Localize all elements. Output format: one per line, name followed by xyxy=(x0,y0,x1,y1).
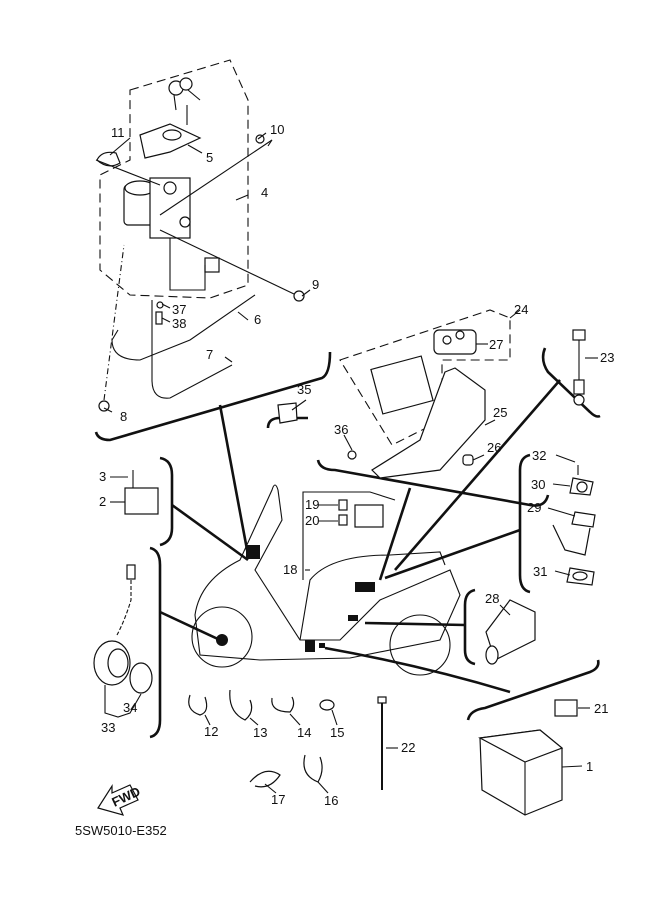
pump-29-icon xyxy=(571,511,596,528)
callout-30: 30 xyxy=(531,477,545,492)
scooter-silhouette xyxy=(191,484,461,676)
diagram-code: 5SW5010-E352 xyxy=(75,823,167,838)
callout-34: 34 xyxy=(123,700,137,715)
bolt-9-icon xyxy=(293,290,305,302)
callout-36: 36 xyxy=(334,422,348,437)
callout-22: 22 xyxy=(401,740,415,755)
callout-31: 31 xyxy=(533,564,547,579)
callout-4: 4 xyxy=(261,185,268,200)
callout-8: 8 xyxy=(120,409,127,424)
sender-23-icon xyxy=(572,329,586,341)
callout-13: 13 xyxy=(253,725,267,740)
callout-18: 18 xyxy=(283,562,297,577)
callout-21: 21 xyxy=(594,701,608,716)
leader-line xyxy=(218,404,250,556)
seal-34-icon xyxy=(129,662,153,694)
rubber-27-icon xyxy=(433,329,477,355)
leader-line xyxy=(364,621,466,627)
leader-line xyxy=(378,487,412,581)
assembly-outline-24 xyxy=(339,309,511,446)
battery-1-icon xyxy=(478,729,564,816)
cable-7-icon xyxy=(151,300,233,399)
callout-33: 33 xyxy=(101,720,115,735)
cover-5-icon xyxy=(139,123,202,159)
clamp-14-icon xyxy=(271,696,295,713)
callout-7: 7 xyxy=(206,347,213,362)
relay-2-icon xyxy=(124,487,159,515)
callout-10: 10 xyxy=(270,122,284,137)
band-15-icon xyxy=(319,699,335,711)
grommet-26-icon xyxy=(462,454,474,466)
bracket-battery xyxy=(466,659,600,721)
band-17-icon xyxy=(249,770,281,788)
callout-14: 14 xyxy=(297,725,311,740)
callout-3: 3 xyxy=(99,469,106,484)
callout-16: 16 xyxy=(324,793,338,808)
callout-11: 11 xyxy=(111,125,125,140)
bracket-ignition-group xyxy=(94,351,332,442)
callout-15: 15 xyxy=(330,725,344,740)
fwd-arrow-icon: FWD xyxy=(97,784,143,816)
callout-6: 6 xyxy=(254,312,261,327)
callout-25: 25 xyxy=(493,405,507,420)
cable-6-icon xyxy=(111,294,256,361)
clamp-12-icon xyxy=(188,694,208,716)
bracket-25-icon xyxy=(371,367,486,479)
leader-line xyxy=(324,646,511,694)
bracket-sender xyxy=(541,347,601,418)
callout-32: 32 xyxy=(532,448,546,463)
callout-leaders xyxy=(103,132,598,794)
callout-17: 17 xyxy=(271,792,285,807)
bolt-38-icon xyxy=(155,311,163,325)
callout-9: 9 xyxy=(312,277,319,292)
callout-35: 35 xyxy=(297,382,311,397)
bolt-10-icon xyxy=(255,134,265,144)
leader-line xyxy=(394,379,561,571)
callout-24: 24 xyxy=(514,302,528,317)
callout-5: 5 xyxy=(206,150,213,165)
leader-line xyxy=(159,610,221,642)
bracket-starter xyxy=(463,588,476,666)
sensor-connector-icon xyxy=(126,564,136,580)
label-35-icon xyxy=(277,402,298,424)
callout-23: 23 xyxy=(600,350,614,365)
cap-11-icon xyxy=(96,151,121,167)
leader-line xyxy=(384,528,521,580)
screw-36-icon xyxy=(347,450,357,460)
bracket-fuelpump xyxy=(518,453,531,594)
ecu-icon xyxy=(370,355,434,415)
callout-28: 28 xyxy=(485,591,499,606)
callout-38: 38 xyxy=(172,316,186,331)
relay-21-icon xyxy=(554,699,578,717)
bracket-relay xyxy=(159,456,174,547)
washer-37-icon xyxy=(156,301,164,309)
clamp-16-icon xyxy=(303,754,323,783)
callout-27: 27 xyxy=(489,337,503,352)
fuse-20-icon xyxy=(338,514,348,526)
callout-26: 26 xyxy=(487,440,501,455)
leader-line xyxy=(171,503,249,562)
clamp-13-icon xyxy=(229,689,253,721)
fuse-box-icon xyxy=(354,504,384,528)
fuse-19-icon xyxy=(338,499,348,511)
callout-2: 2 xyxy=(99,494,106,509)
callout-29: 29 xyxy=(527,500,541,515)
bracket-speedsensor xyxy=(149,546,162,739)
callout-19: 19 xyxy=(305,497,319,512)
callout-1: 1 xyxy=(586,759,593,774)
callout-12: 12 xyxy=(204,724,218,739)
key-set-icon xyxy=(168,77,201,111)
callout-20: 20 xyxy=(305,513,319,528)
callout-37: 37 xyxy=(172,302,186,317)
bolt-8-icon xyxy=(98,400,110,412)
bracket-ecu-group xyxy=(316,459,550,507)
connector-icon xyxy=(204,257,220,273)
